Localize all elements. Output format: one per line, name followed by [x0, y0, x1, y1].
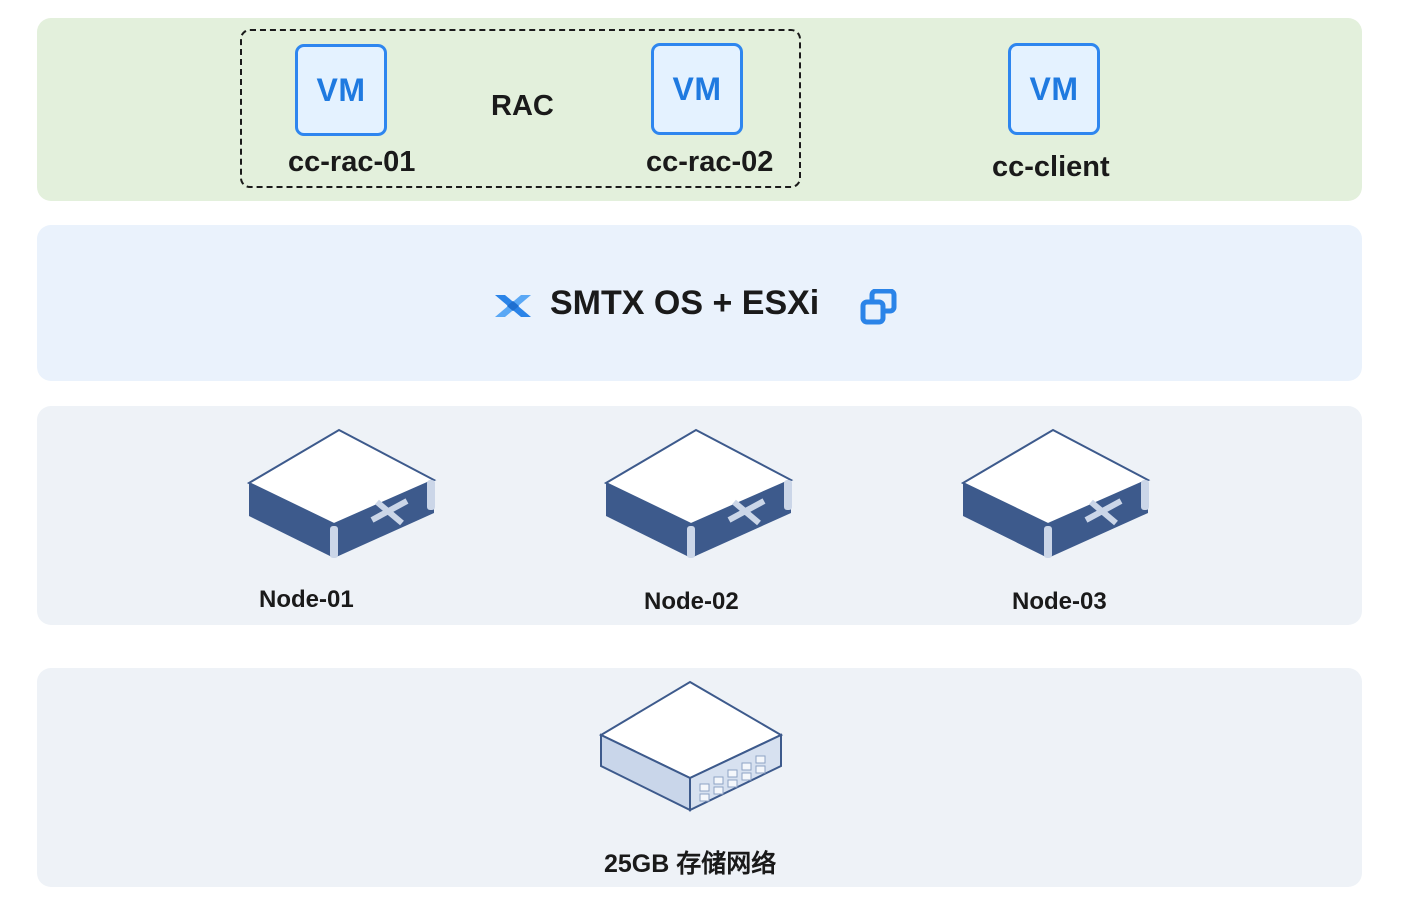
vm-badge-cc-client: VM	[1008, 43, 1100, 135]
smartx-logo-icon	[495, 295, 531, 317]
platform-title: SMTX OS + ESXi	[550, 284, 820, 322]
server-icon	[247, 428, 437, 558]
rac-cluster-group	[240, 29, 801, 188]
network-switch-icon	[598, 680, 784, 812]
node-label-01: Node-01	[259, 586, 354, 613]
server-icon	[961, 428, 1151, 558]
platform-layer-band	[37, 225, 1362, 381]
node-label-02: Node-02	[644, 588, 739, 615]
vm-name-cc-rac-01: cc-rac-01	[288, 146, 416, 178]
server-icon	[604, 428, 794, 558]
vm-badge-cc-rac-01: VM	[295, 44, 387, 136]
vm-badge-cc-rac-02: VM	[651, 43, 743, 135]
rac-group-label: RAC	[491, 90, 554, 122]
node-label-03: Node-03	[1012, 588, 1107, 615]
network-label: 25GB 存储网络	[604, 850, 777, 878]
vmware-logo-icon	[860, 289, 897, 325]
vm-name-cc-client: cc-client	[992, 151, 1110, 183]
vm-name-cc-rac-02: cc-rac-02	[646, 146, 774, 178]
